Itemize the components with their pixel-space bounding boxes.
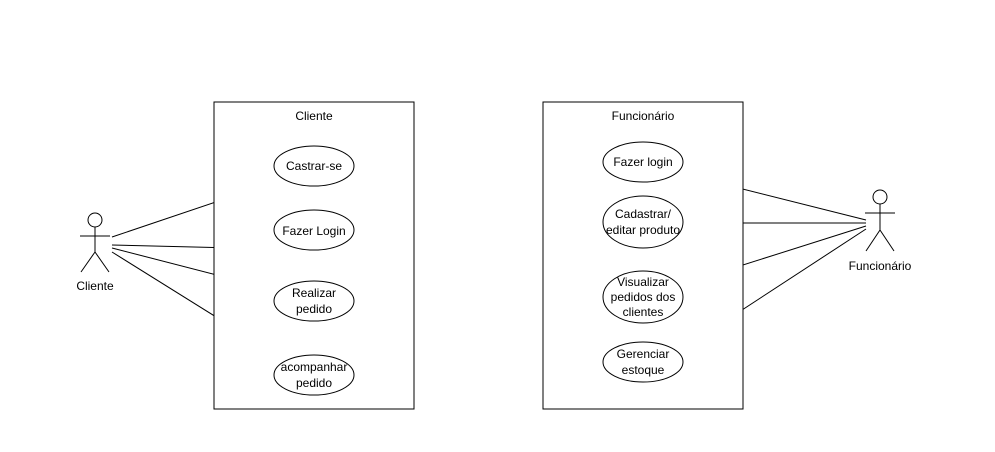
system-title: Cliente	[295, 109, 333, 123]
use-case-label: Gerenciar	[617, 347, 670, 361]
actor-label: Cliente	[76, 279, 114, 293]
use-case-ellipse	[602, 341, 684, 383]
use-case-gerenciar-estoque[interactable]: Gerenciar estoque	[602, 341, 684, 383]
use-case-label: acompanhar	[281, 360, 348, 374]
use-case-ellipse	[602, 270, 684, 324]
use-case-label: Fazer login	[613, 155, 672, 169]
use-case-realizar-pedido[interactable]: Realizar pedido	[273, 280, 355, 322]
use-case-label: pedido	[296, 376, 332, 390]
use-case-fazer-login-funcionario[interactable]: Fazer login	[602, 141, 684, 183]
use-case-label: pedidos dos	[611, 290, 676, 304]
use-case-label: editar produto	[606, 223, 680, 237]
actor-leg	[94, 251, 110, 273]
use-case-label: Visualizar	[617, 275, 669, 289]
use-case-label: estoque	[622, 363, 665, 377]
use-case-ellipse	[273, 209, 355, 251]
use-case-acompanhar-pedido[interactable]: acompanhar pedido	[273, 354, 355, 396]
use-case-ellipse	[602, 195, 684, 249]
actor-cliente[interactable]: Cliente	[76, 212, 114, 293]
actor-label: Funcionário	[849, 259, 912, 273]
actor-funcionario[interactable]: Funcionário	[849, 189, 912, 273]
use-case-label: Castrar-se	[286, 159, 342, 173]
use-case-fazer-login[interactable]: Fazer Login	[273, 209, 355, 251]
actor-leg	[865, 229, 881, 252]
use-case-castrar-se[interactable]: Castrar-se	[273, 145, 355, 187]
use-case-label: Realizar	[292, 286, 336, 300]
actor-head	[87, 212, 103, 228]
actor-leg	[879, 229, 895, 252]
use-case-cadastrar-editar-produto[interactable]: Cadastrar/ editar produto	[602, 195, 684, 249]
use-case-label: clientes	[623, 305, 664, 319]
use-case-ellipse	[273, 354, 355, 396]
system-title: Funcionário	[612, 109, 675, 123]
use-case-ellipse	[273, 280, 355, 322]
use-case-label: Cadastrar/	[615, 207, 672, 221]
use-case-ellipse	[602, 141, 684, 183]
system-boundary-funcionario: Funcionário Fazer login Cadastrar/ edita…	[542, 101, 744, 410]
use-case-visualizar-pedidos[interactable]: Visualizar pedidos dos clientes	[602, 270, 684, 324]
actor-head	[872, 189, 888, 205]
use-case-label: pedido	[296, 302, 332, 316]
use-case-ellipse	[273, 145, 355, 187]
system-boundary-cliente: Cliente Castrar-se Fazer Login Realizar …	[213, 101, 415, 410]
actor-leg	[80, 251, 96, 273]
use-case-label: Fazer Login	[282, 224, 345, 238]
